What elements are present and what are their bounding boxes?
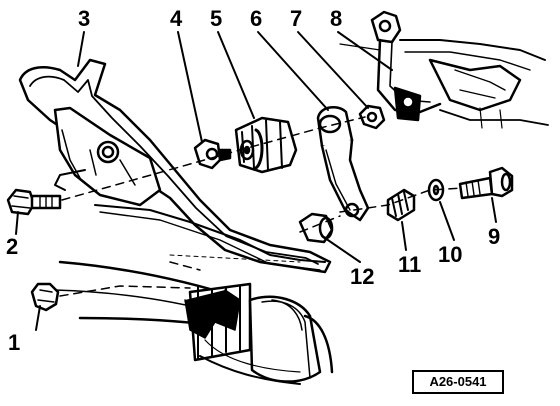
callout-12: 12 — [350, 264, 375, 289]
callout-10: 10 — [438, 242, 463, 267]
callout-1: 1 — [8, 330, 21, 355]
callout-4: 4 — [170, 6, 183, 31]
callout-5: 5 — [210, 6, 223, 31]
figure-reference-code: A26-0541 — [412, 370, 504, 394]
hanger-plate — [316, 105, 370, 222]
bolt — [6, 188, 62, 216]
nut — [30, 282, 60, 312]
body-mount — [339, 10, 549, 129]
nut-upper — [358, 104, 386, 130]
callout-11: 11 — [398, 252, 422, 277]
spacer — [298, 212, 334, 244]
callout-8: 8 — [330, 6, 343, 31]
callout-7: 7 — [290, 6, 303, 31]
rubber-mount — [234, 116, 298, 174]
leader-lines — [15, 31, 497, 331]
callout-9: 9 — [488, 224, 501, 249]
bolt-right — [458, 166, 514, 200]
assembly-lines — [59, 116, 463, 297]
spring — [386, 188, 416, 222]
callout-6: 6 — [250, 6, 263, 31]
bracket — [18, 58, 332, 274]
callout-2: 2 — [6, 234, 19, 259]
bush-bolt — [193, 138, 232, 170]
callout-3: 3 — [78, 6, 91, 31]
exhaust-pipe — [54, 260, 334, 385]
